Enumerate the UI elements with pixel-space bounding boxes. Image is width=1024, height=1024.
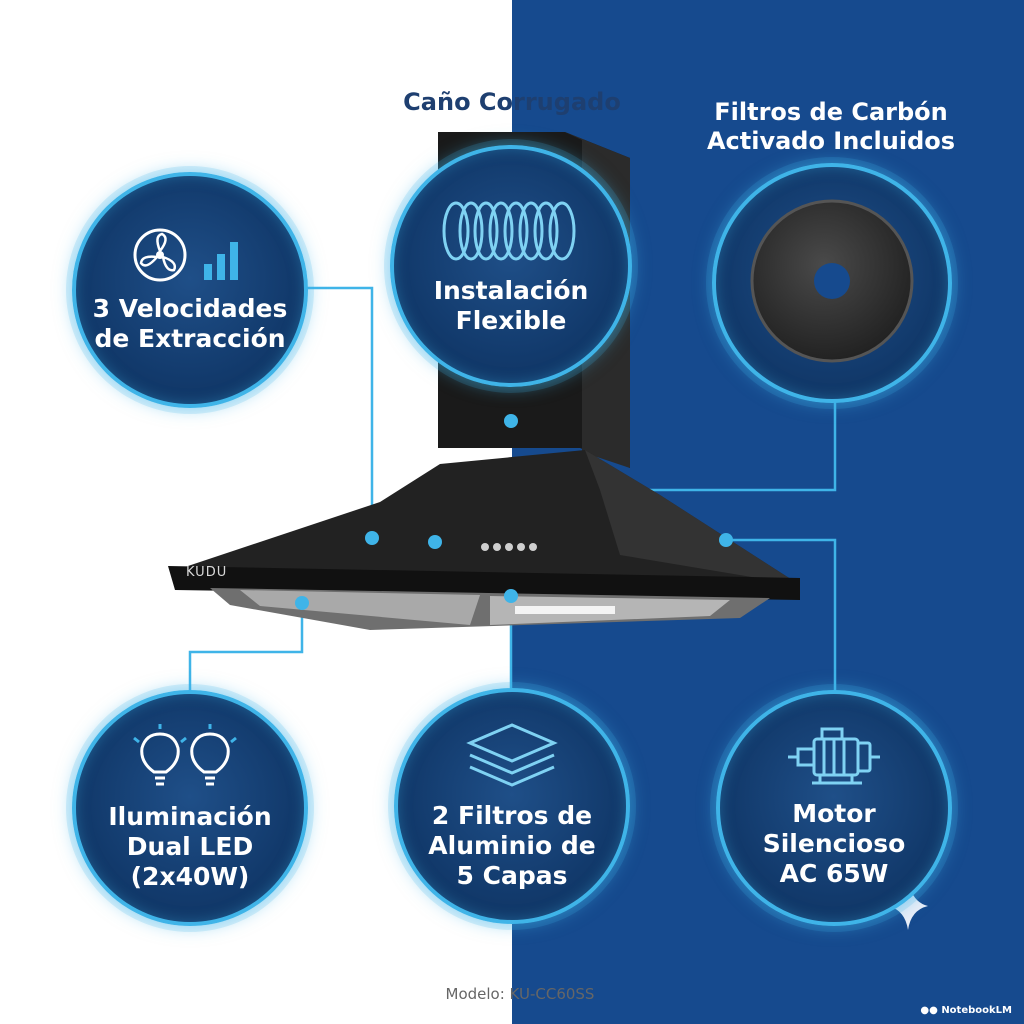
model-label: Modelo: KU-CC60SS (445, 985, 595, 1003)
feature-aluminum-badge: 2 Filtros de Aluminio de 5 Capas (394, 688, 630, 924)
feature-carbon-badge (712, 163, 952, 403)
heading-duct-text: Caño Corrugado (403, 88, 621, 116)
feature-led-line3: (2x40W) (130, 862, 250, 891)
feature-aluminum-line1: 2 Filtros de (431, 801, 593, 830)
sparkle-icon (888, 878, 928, 930)
heading-carbon-line1: Filtros de Carbón (714, 98, 948, 126)
carbon-filter-disc-icon (747, 196, 917, 370)
feature-flexible-badge: Instalación Flexible (390, 145, 632, 387)
heading-duct: Caño Corrugado (380, 88, 644, 117)
watermark-text: NotebookLM (941, 1005, 1012, 1016)
feature-motor-badge: Motor Silencioso AC 65W (716, 690, 952, 926)
light-bulbs-icon (130, 724, 250, 796)
heading-carbon-filters: Filtros de Carbón Activado Incluidos (686, 98, 976, 156)
feature-speeds-badge: 3 Velocidades de Extracción (72, 172, 308, 408)
feature-flexible-line1: Instalación (433, 276, 589, 305)
feature-led-badge: Iluminación Dual LED (2x40W) (72, 690, 308, 926)
watermark-logo-icon: ●● (920, 1005, 942, 1016)
feature-motor-line3: AC 65W (779, 859, 889, 888)
fan-and-bars-icon (130, 226, 250, 288)
feature-led-line2: Dual LED (126, 832, 254, 861)
feature-speeds-line1: 3 Velocidades (92, 294, 288, 323)
corrugated-duct-icon (436, 196, 586, 270)
feature-motor-line1: Motor (792, 799, 876, 828)
feature-flexible-line2: Flexible (455, 306, 567, 335)
heading-carbon-line2: Activado Incluidos (706, 127, 956, 155)
motor-icon (784, 727, 884, 793)
feature-motor-line2: Silencioso (762, 829, 906, 858)
hotspot-dots (295, 414, 733, 610)
feature-aluminum-line2: Aluminio de (428, 831, 596, 860)
feature-led-line1: Iluminación (108, 802, 272, 831)
watermark: ●● NotebookLM (920, 1005, 1012, 1016)
feature-aluminum-line3: 5 Capas (456, 861, 568, 890)
brand-logo: KUDU (186, 565, 228, 580)
stacked-layers-icon (462, 721, 562, 795)
feature-speeds-line2: de Extracción (94, 324, 286, 353)
